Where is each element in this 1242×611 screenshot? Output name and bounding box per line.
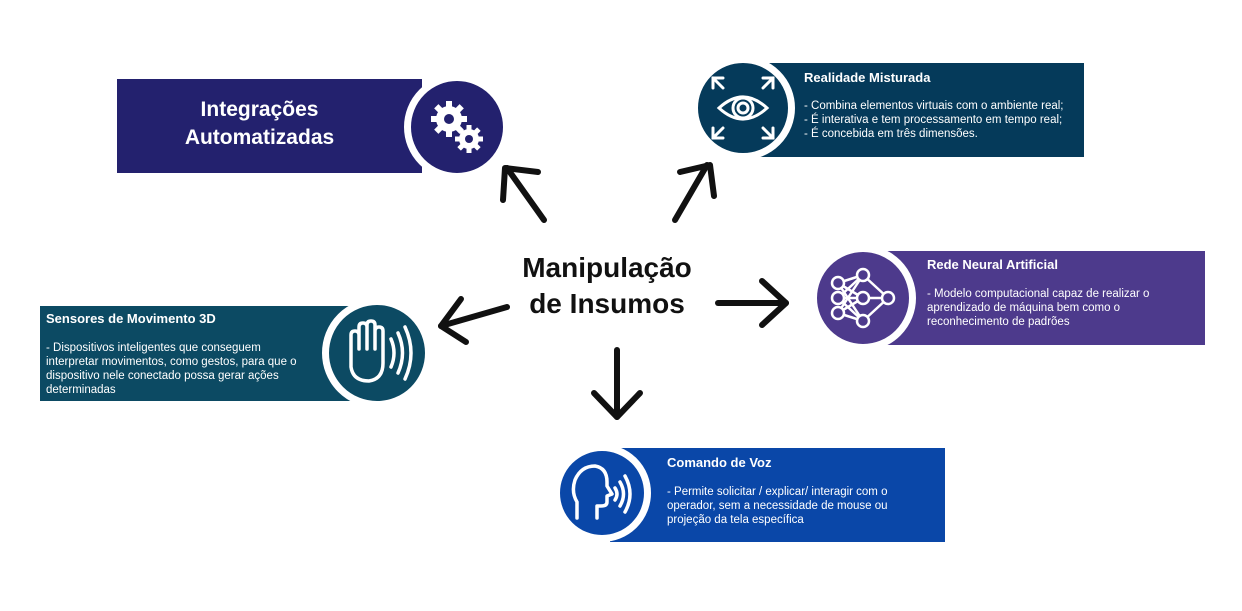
node-realidade-icon-circle	[691, 56, 795, 160]
arrow-to-rede	[715, 278, 789, 328]
node-integracoes-title-line-1: Integrações	[200, 98, 319, 121]
node-rede-title: Rede Neural Artificial	[927, 257, 1059, 272]
node-rede-line-3: reconhecimento de padrões	[927, 316, 1070, 328]
central-topic-title: Manipulação de Insumos	[497, 250, 717, 322]
node-realidade-line-1: - Combina elementos virtuais com o ambie…	[804, 100, 1064, 112]
speaking-head-icon	[571, 464, 632, 520]
node-integracoes-card: Integrações Automatizadas	[117, 79, 422, 173]
node-voz-title: Comando de Voz	[667, 455, 772, 470]
node-rede-line-1: - Modelo computacional capaz de realizar…	[927, 288, 1150, 300]
central-title-line-2: de Insumos	[529, 288, 685, 319]
node-realidade-title: Realidade Misturada	[804, 70, 931, 85]
arrow-to-voz	[591, 347, 643, 420]
node-integracoes-icon-circle	[404, 74, 510, 180]
eye-icon	[711, 76, 775, 140]
node-rede-card: Rede Neural Artificial - Modelo computac…	[865, 251, 1205, 345]
node-sensores-line-1: - Dispositivos inteligentes que consegue…	[46, 342, 261, 354]
arrow-to-realidade	[672, 162, 717, 223]
node-rede-line-2: aprendizado de máquina bem como o	[927, 302, 1121, 314]
node-integracoes-title-line-2: Automatizadas	[184, 126, 335, 149]
node-sensores-line-3: dispositivo nele conectado possa gerar a…	[46, 370, 279, 382]
node-sensores-icon-circle	[322, 298, 432, 408]
node-voz-line-3: projeção da tela específica	[667, 514, 804, 526]
node-sensores-line-2: interpretar movimentos, como gestos, par…	[46, 356, 297, 368]
node-rede-icon-circle	[810, 245, 916, 351]
node-sensores-line-4: determinadas	[46, 384, 116, 396]
node-voz-icon-circle	[553, 444, 651, 542]
neural-network-icon	[830, 267, 896, 329]
node-voz-line-2: operador, sem a necessidade de mouse ou	[667, 500, 888, 512]
hand-wave-icon	[349, 319, 413, 383]
node-realidade-line-2: - É interativa e tem processamento em te…	[804, 114, 1063, 126]
node-voz-card: Comando de Voz - Permite solicitar / exp…	[610, 448, 945, 542]
node-sensores-title: Sensores de Movimento 3D	[46, 311, 216, 326]
central-title-line-1: Manipulação	[522, 252, 692, 283]
node-voz-line-1: - Permite solicitar / explicar/ interagi…	[667, 486, 888, 498]
arrow-to-sensores	[438, 296, 510, 345]
arrow-to-integracoes	[500, 165, 547, 223]
node-realidade-line-3: - É concebida em três dimensões.	[804, 128, 978, 140]
node-realidade-card: Realidade Misturada - Combina elementos …	[740, 63, 1084, 157]
node-sensores-card: Sensores de Movimento 3D - Dispositivos …	[40, 306, 367, 401]
gears-icon	[431, 101, 483, 153]
